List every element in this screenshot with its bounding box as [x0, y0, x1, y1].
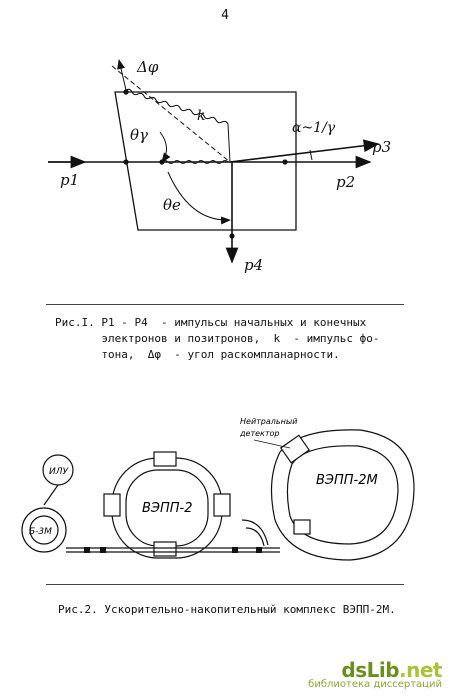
watermark-logo: dsLib.net: [308, 658, 442, 682]
label-detector-1: Нейтральный: [240, 417, 297, 426]
projection-dashed: [111, 65, 231, 163]
fig1-caption-1: Рис.I. P1 - P4 - импульсы начальных и ко…: [55, 316, 367, 329]
label-p3: p3: [372, 138, 391, 156]
watermark: dsLib.net библиотека диссертаций: [308, 658, 442, 690]
label-p4: p4: [244, 256, 263, 274]
label-b3m: Б-3М: [29, 527, 52, 537]
fig1-caption-2: электронов и позитронов, k - импульс фо-: [55, 332, 380, 345]
page-number: 4: [221, 8, 229, 23]
watermark-logo-tld: .net: [399, 658, 442, 682]
photon-k-line: [125, 88, 231, 163]
theta-gamma-arc: [159, 131, 171, 163]
fig2-caption: Рис.2. Ускорительно-накопительный компле…: [58, 603, 396, 616]
figure-1-diagram: Δφ k θγ α~1/γ p1 p2 p3 p4 θe: [48, 58, 391, 274]
vepp2m-ring: [270, 429, 415, 561]
neutral-detector: [279, 434, 311, 464]
label-detector-2: детектор: [239, 429, 280, 438]
rule-fig2: [46, 584, 404, 585]
label-p1: p1: [60, 171, 79, 189]
watermark-subtitle: библиотека диссертаций: [308, 679, 442, 690]
label-alpha: α~1/γ: [292, 120, 336, 136]
b3m-ring: [21, 507, 67, 553]
label-theta-gamma: θγ: [130, 126, 148, 144]
p3-line: [229, 139, 380, 163]
rule-fig1: [46, 304, 404, 305]
label-ilu: ИЛУ: [49, 467, 69, 477]
watermark-logo-main: dsLib: [341, 658, 400, 682]
label-vepp2: ВЭПП-2: [142, 501, 193, 516]
theta-e-arc: [167, 171, 231, 225]
label-p2: p2: [336, 173, 355, 191]
label-k: k: [197, 108, 205, 124]
scattering-plane: [114, 91, 297, 231]
label-vepp2m: ВЭПП-2М: [316, 473, 378, 488]
fig1-caption-3: тона, Δφ - угол раскомпланарности.: [55, 348, 340, 361]
label-dphi: Δφ: [136, 58, 159, 76]
label-theta-e: θe: [163, 196, 181, 214]
